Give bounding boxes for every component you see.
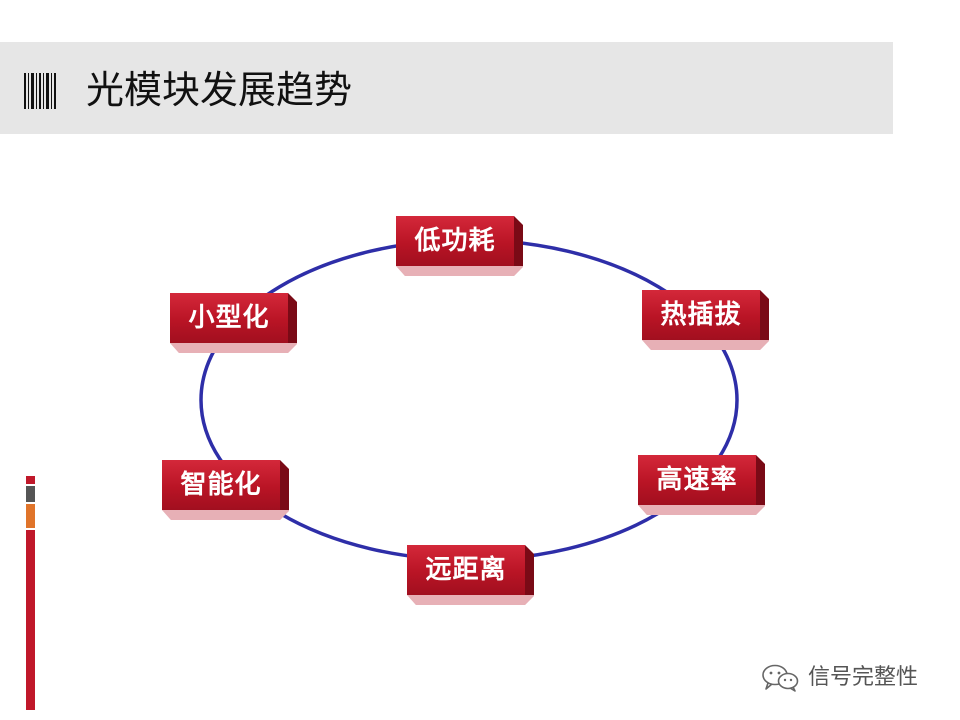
node-hot-plug: 热插拔 — [642, 290, 769, 350]
node-label: 小型化 — [188, 303, 270, 333]
node-side — [760, 290, 769, 340]
barcode-icon — [24, 73, 56, 109]
node-side — [288, 293, 297, 343]
node-intelligent: 智能化 — [162, 460, 289, 520]
node-bottom — [162, 510, 289, 520]
accent-strip-orange — [26, 504, 35, 528]
node-bottom — [396, 266, 523, 276]
node-face — [396, 216, 514, 266]
node-side — [525, 545, 534, 595]
accent-strip-red-long — [26, 530, 35, 710]
node-high-speed: 高速率 — [638, 455, 765, 515]
node-miniaturized: 小型化 — [170, 293, 297, 353]
node-bottom — [407, 595, 534, 605]
page-title: 光模块发展趋势 — [86, 68, 353, 112]
node-bottom — [170, 343, 297, 353]
title-band — [0, 42, 893, 134]
watermark-text: 信号完整性 — [808, 665, 919, 690]
accent-strip-gray — [26, 486, 35, 502]
node-label: 远距离 — [425, 555, 507, 585]
node-side — [756, 455, 765, 505]
node-bottom — [642, 340, 769, 350]
node-face — [407, 545, 525, 595]
node-label: 高速率 — [656, 465, 738, 495]
node-side — [280, 460, 289, 510]
node-low-power: 低功耗 — [396, 216, 523, 276]
node-long-distance: 远距离 — [407, 545, 534, 605]
accent-strip-red-top — [26, 476, 35, 484]
node-label: 智能化 — [180, 470, 262, 500]
node-face — [170, 293, 288, 343]
node-face — [162, 460, 280, 510]
node-label: 热插拔 — [660, 300, 742, 330]
node-side — [514, 216, 523, 266]
node-face — [642, 290, 760, 340]
node-label: 低功耗 — [414, 226, 496, 256]
node-face — [638, 455, 756, 505]
wechat-icon — [762, 664, 799, 692]
node-bottom — [638, 505, 765, 515]
